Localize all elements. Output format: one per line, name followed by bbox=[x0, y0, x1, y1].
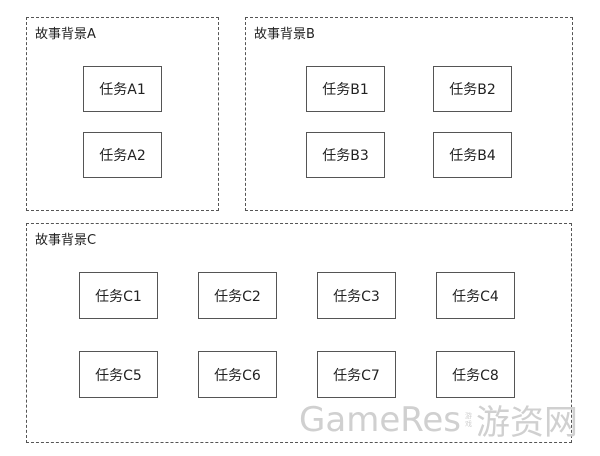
task-b3-label: 任务B3 bbox=[322, 148, 369, 164]
task-b4-box: 任务B4 bbox=[433, 132, 512, 178]
task-a2-label: 任务A2 bbox=[99, 148, 146, 164]
story-background-a-group: 故事背景A 任务A1 任务A2 bbox=[26, 17, 219, 211]
task-c3-label: 任务C3 bbox=[333, 288, 380, 305]
task-a1-label: 任务A1 bbox=[99, 82, 146, 98]
task-c6-label: 任务C6 bbox=[214, 367, 261, 384]
task-c4-box: 任务C4 bbox=[436, 272, 515, 319]
task-b2-label: 任务B2 bbox=[449, 82, 496, 98]
story-background-a-label: 故事背景A bbox=[35, 27, 96, 42]
task-c4-label: 任务C4 bbox=[452, 288, 499, 305]
task-c8-box: 任务C8 bbox=[436, 351, 515, 398]
task-a1-box: 任务A1 bbox=[83, 66, 162, 112]
task-c2-label: 任务C2 bbox=[214, 288, 261, 305]
story-background-c-group: 故事背景C 任务C1 任务C2 任务C3 任务C4 任务C5 任务C6 任务C7… bbox=[26, 223, 572, 443]
task-c5-label: 任务C5 bbox=[95, 367, 142, 384]
task-b2-box: 任务B2 bbox=[433, 66, 512, 112]
task-b3-box: 任务B3 bbox=[306, 132, 385, 178]
task-c3-box: 任务C3 bbox=[317, 272, 396, 319]
story-background-c-label: 故事背景C bbox=[35, 233, 97, 248]
story-background-b-label: 故事背景B bbox=[254, 27, 315, 42]
task-c7-label: 任务C7 bbox=[333, 367, 380, 384]
task-c8-label: 任务C8 bbox=[452, 367, 499, 384]
task-b1-box: 任务B1 bbox=[306, 66, 385, 112]
task-a2-box: 任务A2 bbox=[83, 132, 162, 178]
story-background-b-group: 故事背景B 任务B1 任务B2 任务B3 任务B4 bbox=[245, 17, 573, 211]
task-c2-box: 任务C2 bbox=[198, 272, 277, 319]
task-b1-label: 任务B1 bbox=[322, 82, 369, 98]
task-c6-box: 任务C6 bbox=[198, 351, 277, 398]
task-c5-box: 任务C5 bbox=[79, 351, 158, 398]
task-c7-box: 任务C7 bbox=[317, 351, 396, 398]
task-c1-label: 任务C1 bbox=[95, 288, 142, 305]
task-b4-label: 任务B4 bbox=[449, 148, 496, 164]
task-c1-box: 任务C1 bbox=[79, 272, 158, 319]
